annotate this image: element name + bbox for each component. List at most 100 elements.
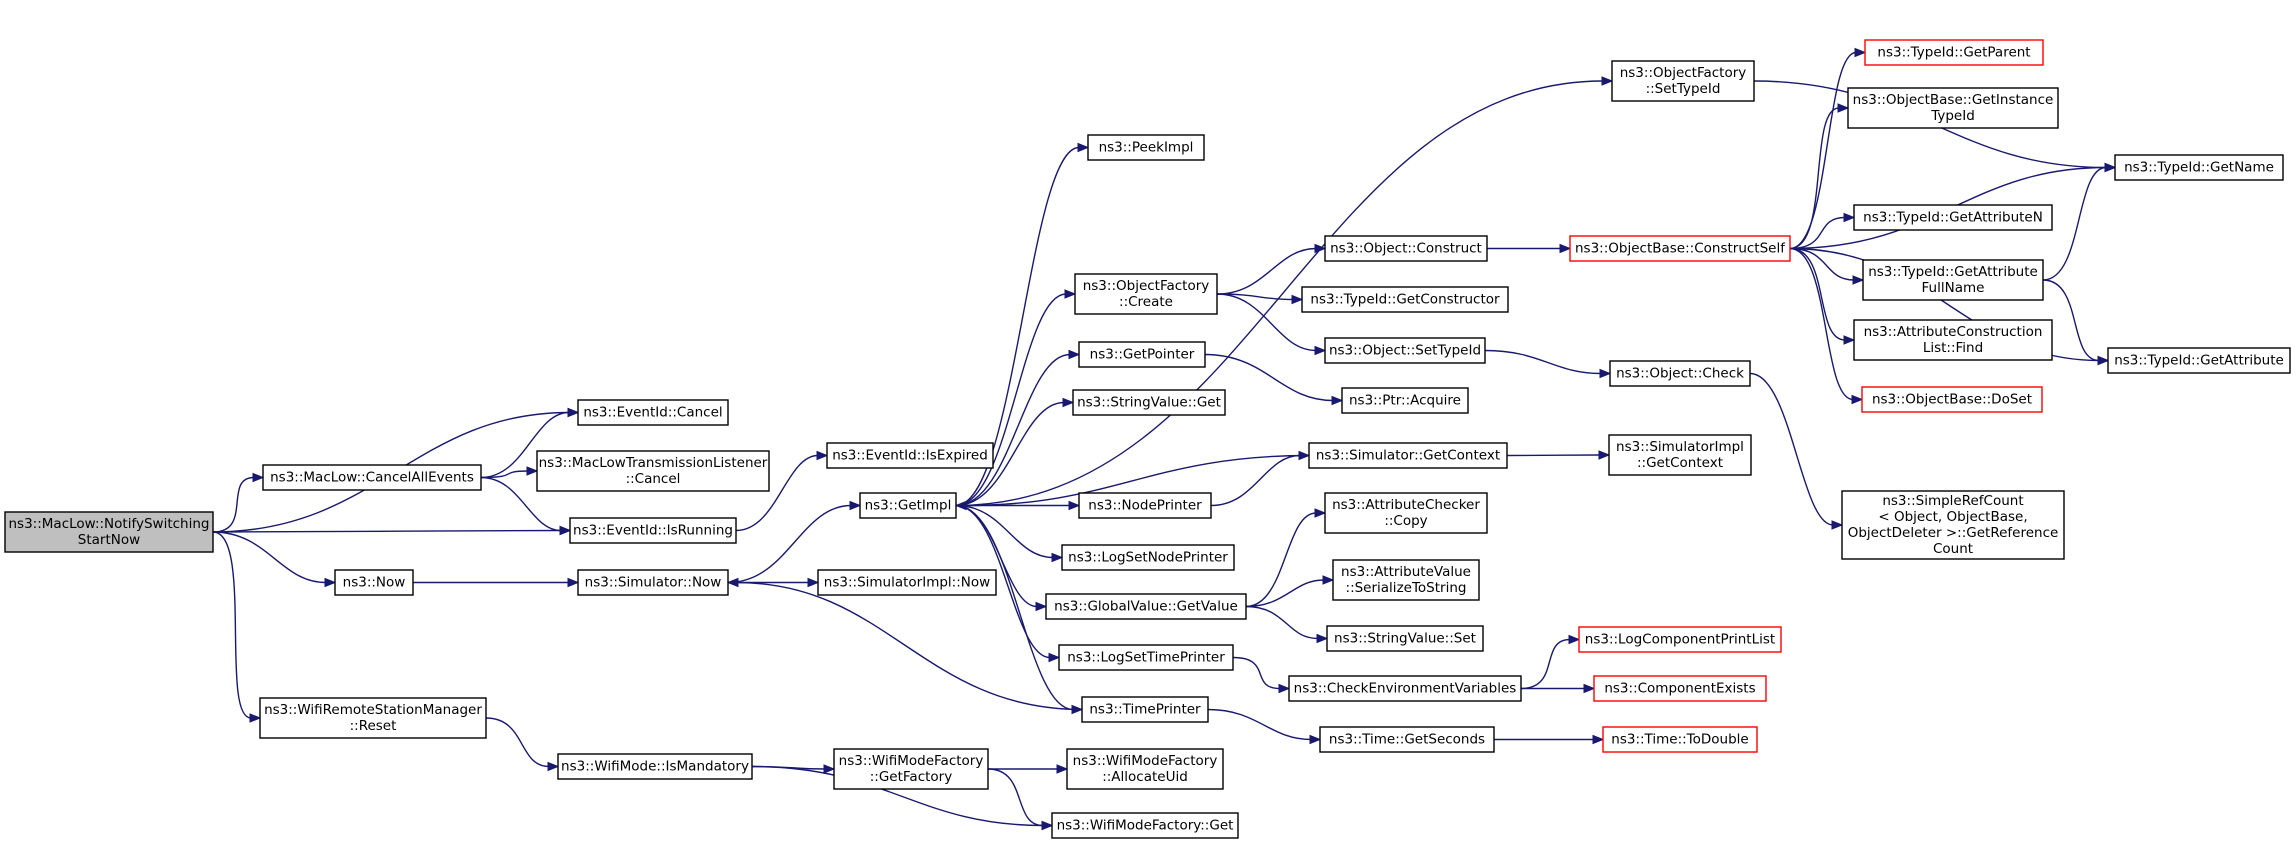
node-now[interactable]: ns3::Now: [334, 569, 414, 596]
node-simimplnow[interactable]: ns3::SimulatorImpl::Now: [817, 569, 997, 596]
node-svset[interactable]: ns3::StringValue::Set: [1326, 625, 1484, 652]
node-label: ns3::PeekImpl: [1099, 140, 1194, 156]
node-label: ::Cancel: [626, 471, 681, 487]
edge-line: [1789, 247, 1846, 341]
arrowhead: [1314, 243, 1327, 254]
node-box: [1066, 748, 1224, 790]
arrowhead: [567, 407, 580, 418]
node-ismandatory[interactable]: ns3::WifiMode::IsMandatory: [557, 753, 753, 780]
node-getfactory[interactable]: ns3::WifiModeFactory::GetFactory: [833, 748, 989, 790]
node-nodeprinter[interactable]: ns3::NodePrinter: [1078, 492, 1212, 519]
node-simgetcontext[interactable]: ns3::Simulator::GetContext: [1308, 442, 1508, 469]
node-svget[interactable]: ns3::StringValue::Get: [1072, 389, 1226, 416]
node-gvgetvalue[interactable]: ns3::GlobalValue::GetValue: [1045, 593, 1247, 620]
node-wrsmreset[interactable]: ns3::WifiRemoteStationManager::Reset: [259, 697, 487, 739]
arrowhead: [816, 450, 829, 461]
node-box: [1578, 626, 1782, 653]
node-doset[interactable]: ns3::ObjectBase::DoSet: [1861, 386, 2043, 413]
edge-objconstruct-to-constructself: [1487, 243, 1572, 254]
node-simplerefcount[interactable]: ns3::SimpleRefCount< Object, ObjectBase,…: [1841, 490, 2065, 560]
node-mtlcancel[interactable]: ns3::MacLowTransmissionListener::Cancel: [536, 450, 770, 492]
node-label: ns3::WifiModeFactory::Get: [1057, 818, 1234, 834]
arrowhead: [1291, 294, 1304, 305]
node-timetodouble[interactable]: ns3::Time::ToDouble: [1602, 726, 1758, 753]
node-label: ns3::ObjectBase::ConstructSelf: [1575, 241, 1786, 257]
node-checkenv[interactable]: ns3::CheckEnvironmentVariables: [1288, 675, 1522, 702]
nodes-layer: ns3::MacLow::NotifySwitchingStartNowns3:…: [4, 39, 2291, 839]
node-isrunning[interactable]: ns3::EventId::IsRunning: [569, 517, 737, 544]
node-label: ns3::NodePrinter: [1088, 498, 1202, 514]
arrowhead: [1843, 212, 1856, 223]
node-evcancel[interactable]: ns3::EventId::Cancel: [577, 399, 729, 426]
node-timeprinter[interactable]: ns3::TimePrinter: [1081, 696, 1209, 723]
node-wmfget[interactable]: ns3::WifiModeFactory::Get: [1051, 812, 1239, 839]
node-box: [1332, 559, 1480, 601]
edge-line: [1506, 454, 1601, 457]
node-isexpired[interactable]: ns3::EventId::IsExpired: [826, 442, 994, 469]
node-getpointer[interactable]: ns3::GetPointer: [1078, 341, 1206, 368]
arrowhead: [1316, 633, 1329, 644]
node-label: ::SerializeToString: [1346, 580, 1467, 596]
node-label: ns3::EventId::IsRunning: [573, 523, 733, 539]
node-box: [1862, 259, 2044, 301]
arrowhead: [1314, 345, 1327, 356]
node-peekimpl[interactable]: ns3::PeekImpl: [1087, 134, 1205, 161]
edge-getimpl-to-logsetnodeprinter: [955, 504, 1064, 563]
node-label: ns3::SimpleRefCount: [1882, 493, 2023, 509]
node-logcompprintlist[interactable]: ns3::LogComponentPrintList: [1578, 626, 1782, 653]
node-box: [1324, 235, 1488, 262]
node-timegetseconds[interactable]: ns3::Time::GetSeconds: [1319, 726, 1495, 753]
node-simimplgetcontext[interactable]: ns3::SimulatorImpl::GetContext: [1608, 434, 1752, 476]
node-constructself[interactable]: ns3::ObjectBase::ConstructSelf: [1569, 235, 1791, 262]
node-box: [1609, 360, 1751, 387]
node-getparent[interactable]: ns3::TypeId::GetParent: [1864, 39, 2044, 66]
node-logsetnodeprinter[interactable]: ns3::LogSetNodePrinter: [1061, 544, 1235, 571]
node-label: ns3::AttributeConstruction: [1864, 324, 2043, 340]
node-box: [1326, 625, 1484, 652]
arrowhead: [1068, 500, 1081, 511]
node-objconstruct[interactable]: ns3::Object::Construct: [1324, 235, 1488, 262]
node-label: < Object, ObjectBase,: [1878, 509, 2027, 525]
edge-line: [1245, 579, 1325, 608]
node-label: ns3::AttributeValue: [1341, 564, 1471, 580]
node-getattributen[interactable]: ns3::TypeId::GetAttributeN: [1853, 204, 2053, 231]
node-typeidgetname[interactable]: ns3::TypeId::GetName: [2114, 154, 2284, 181]
node-simnow[interactable]: ns3::Simulator::Now: [577, 569, 729, 596]
arrowhead: [1851, 394, 1864, 405]
node-label: ns3::LogSetNodePrinter: [1068, 550, 1228, 566]
node-box: [833, 748, 989, 790]
node-componentexists[interactable]: ns3::ComponentExists: [1593, 675, 1767, 702]
edge-getpointer-to-ptracquire: [1204, 353, 1344, 406]
node-box: [2114, 154, 2284, 181]
edge-line: [485, 717, 550, 768]
edge-line: [1749, 372, 1834, 526]
arrowhead: [823, 764, 836, 774]
node-label: ns3::GetImpl: [865, 498, 952, 514]
node-logsettimeprinter[interactable]: ns3::LogSetTimePrinter: [1058, 644, 1234, 671]
node-ofsettypeid[interactable]: ns3::ObjectFactory::SetTypeId: [1611, 60, 1755, 102]
node-getimpl[interactable]: ns3::GetImpl: [859, 492, 957, 519]
node-getconstructor[interactable]: ns3::TypeId::GetConstructor: [1301, 286, 1509, 313]
node-ofcreate[interactable]: ns3::ObjectFactory::Create: [1074, 273, 1218, 315]
node-label: ns3::ObjectFactory: [1620, 65, 1747, 81]
edge-nodeprinter-to-simgetcontext: [1210, 450, 1311, 507]
node-label: Count: [1933, 541, 1973, 557]
node-avserialize[interactable]: ns3::AttributeValue::SerializeToString: [1332, 559, 1480, 601]
arrowhead: [1837, 103, 1850, 113]
node-objsettypeid[interactable]: ns3::Object::SetTypeId: [1324, 337, 1486, 364]
node-objcheck[interactable]: ns3::Object::Check: [1609, 360, 1751, 387]
node-typeidgetattribute[interactable]: ns3::TypeId::GetAttribute: [2107, 347, 2291, 374]
node-label: ::GetContext: [1637, 455, 1723, 471]
node-ptracquire[interactable]: ns3::Ptr::Acquire: [1341, 387, 1469, 414]
node-accopy[interactable]: ns3::AttributeChecker::Copy: [1324, 492, 1488, 534]
edge-line: [1207, 708, 1312, 741]
edge-line: [736, 581, 1083, 711]
node-label: ns3::EventId::Cancel: [583, 405, 722, 421]
edge-getfactory-to-allocuid: [987, 764, 1069, 774]
node-allocuid[interactable]: ns3::WifiModeFactory::AllocateUid: [1066, 748, 1224, 790]
node-cancelall[interactable]: ns3::MacLow::CancelAllEvents: [262, 464, 482, 491]
